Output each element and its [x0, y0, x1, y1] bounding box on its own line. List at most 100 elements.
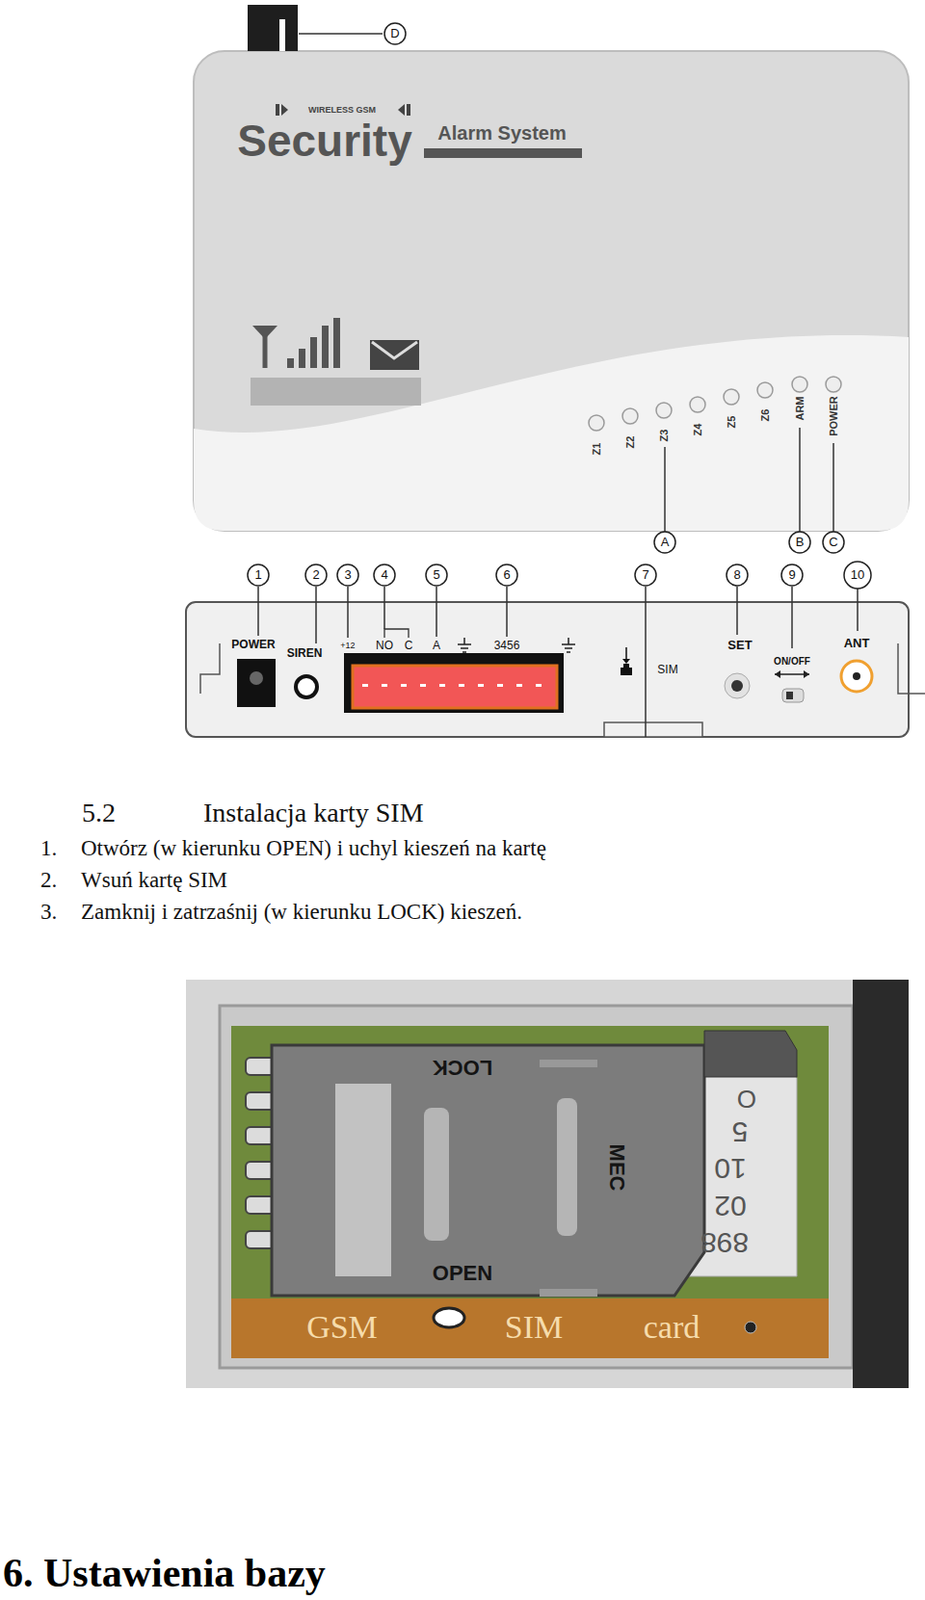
list-number: 2. — [40, 868, 57, 894]
display-bar — [250, 377, 422, 406]
sim-number: 02 — [713, 1189, 746, 1224]
sim-number: 5 — [732, 1115, 749, 1150]
leader-line — [298, 33, 834, 532]
terminal-block — [343, 653, 564, 714]
brand-graphics — [423, 148, 582, 159]
led — [622, 408, 638, 424]
device-housing — [193, 51, 909, 531]
led-label: Z5 — [725, 416, 739, 429]
signal-icon — [333, 317, 341, 369]
led-label: ARM — [793, 396, 807, 421]
connector-panel — [604, 722, 703, 738]
pin-label: +12 — [340, 640, 355, 651]
led-label: Z3 — [658, 429, 671, 443]
antenna-connector — [852, 672, 861, 681]
antenna-connector — [841, 660, 873, 692]
callout-number: 5 — [432, 568, 440, 583]
relay-bracket — [384, 629, 409, 638]
power-switch — [803, 670, 810, 679]
leader-line — [298, 32, 383, 35]
section-heading: 6. Ustawienia bazy — [2, 1550, 326, 1597]
callout-letter: A — [660, 535, 670, 551]
leader-line — [791, 586, 793, 649]
device-housing — [193, 335, 909, 531]
led — [689, 396, 706, 413]
power-switch — [774, 670, 781, 679]
sim-photo — [852, 979, 909, 1389]
pcb-silkscreen: card — [643, 1308, 701, 1347]
led — [792, 376, 808, 393]
port-label: ANT — [844, 636, 871, 652]
terminal-block — [362, 684, 369, 688]
pin-label: A — [432, 639, 441, 654]
pin-label: 3456 — [494, 639, 521, 654]
list-number: 1. — [40, 836, 57, 862]
holder-marking: OPEN — [432, 1261, 493, 1286]
terminal-block — [381, 684, 388, 688]
power-switch — [774, 670, 810, 703]
sim-photo — [231, 1298, 829, 1359]
leader-line — [315, 586, 318, 644]
signal-icon — [298, 348, 306, 369]
leader-line — [663, 447, 666, 532]
led-label: Z2 — [624, 436, 637, 450]
ground-symbol — [462, 651, 467, 654]
sim-insert-arrow — [625, 647, 628, 660]
ground-symbol — [566, 651, 571, 654]
led — [656, 402, 672, 419]
sim-photo — [219, 1005, 853, 1369]
antenna-stub — [247, 4, 298, 52]
power-jack — [237, 659, 276, 708]
sim-photo — [539, 1059, 598, 1068]
ground-symbol — [460, 647, 469, 650]
terminal-block — [420, 684, 426, 688]
pin-label: NO — [375, 639, 394, 654]
port-label: POWER — [231, 638, 275, 653]
sim-photo — [185, 979, 909, 1389]
led — [588, 415, 605, 431]
terminal-block — [535, 684, 542, 688]
callout-number: 9 — [788, 568, 795, 583]
callout-circle — [305, 564, 327, 586]
sim-number: 10 — [713, 1152, 746, 1187]
brand-text: WIRELESS GSM — [308, 105, 376, 115]
callout-number: 2 — [312, 568, 319, 583]
callout-number: 8 — [733, 568, 740, 583]
section-heading: Instalacja karty SIM — [203, 797, 424, 829]
callout-circle — [789, 531, 811, 554]
callout-circle — [726, 564, 748, 586]
signal-icon — [252, 325, 278, 340]
led-label: POWER — [827, 396, 841, 437]
callout-circle — [337, 564, 359, 586]
signal-icon — [252, 317, 341, 369]
sim-photo — [556, 1098, 578, 1237]
terminal-block — [400, 684, 407, 688]
pin-label: C — [404, 639, 414, 654]
ground-symbol — [457, 643, 472, 646]
ground-symbol — [457, 637, 576, 653]
leader-line — [435, 586, 438, 637]
power-jack — [249, 671, 264, 686]
leader-line — [346, 586, 349, 638]
connector-panel — [185, 602, 909, 738]
terminal-block — [516, 684, 523, 688]
signal-icon — [287, 358, 294, 369]
terminal-block — [362, 684, 542, 688]
list-number: 3. — [40, 899, 57, 925]
brand-graphics — [275, 104, 280, 116]
relay-bracket — [384, 629, 409, 638]
callout-number: 7 — [641, 568, 649, 583]
terminal-block — [352, 665, 557, 709]
sim-photo — [335, 1083, 392, 1277]
set-button — [724, 673, 750, 699]
list-item: Otwórz (w kierunku OPEN) i uchyl kieszeń… — [80, 836, 547, 862]
sim-photo — [231, 1026, 829, 1359]
sim-photo — [423, 1108, 450, 1242]
sim-number: O — [737, 1083, 757, 1113]
antenna-stub — [247, 4, 298, 52]
sim-insert-arrow — [620, 647, 633, 676]
leader-line — [505, 586, 508, 637]
brand-graphics — [281, 104, 289, 116]
led — [588, 376, 842, 431]
